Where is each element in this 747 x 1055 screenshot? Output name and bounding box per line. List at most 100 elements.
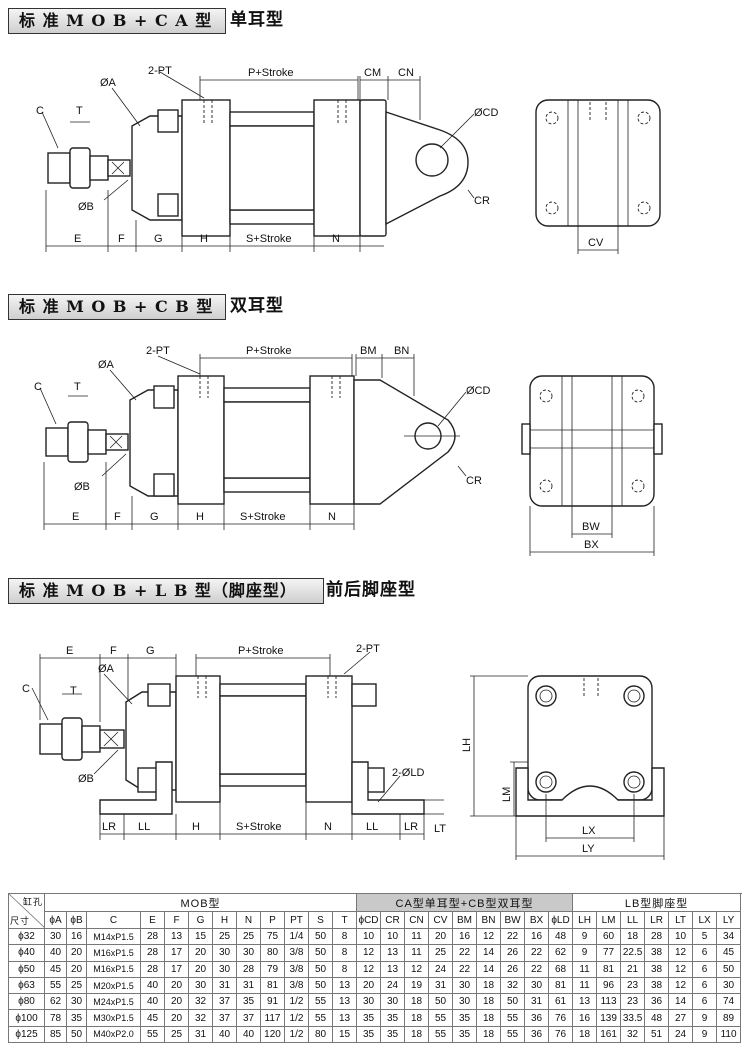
table-cell: 24 — [668, 1025, 694, 1044]
table-cell: 19 — [404, 976, 429, 995]
table-cell: 50 — [500, 993, 525, 1011]
column-header: CN — [404, 911, 429, 929]
label-lm: LM — [501, 787, 513, 802]
table-cell: 30 — [44, 927, 67, 946]
table-cell: 12 — [668, 976, 694, 995]
table-cell: 45 — [44, 960, 67, 978]
table-cell: 48 — [644, 1009, 670, 1027]
label-pt: 2-PT — [148, 65, 172, 77]
group-ca-cb: CA型单耳型+CB型双耳型 — [355, 892, 574, 913]
table-cell: 12 — [404, 960, 429, 978]
table-cell: 81 — [260, 976, 285, 995]
table-cell: 3/8 — [284, 976, 309, 995]
table-cell: 11 — [404, 927, 429, 946]
label-t-2: T — [74, 381, 81, 393]
drawing-cb-double-clevis: C T ØA 2-PT P+Stroke BM BN ØCD CR ØB E F… — [34, 345, 663, 556]
table-cell: 1/2 — [284, 1009, 309, 1027]
table-cell: 9 — [692, 1009, 718, 1027]
label-c-3: C — [22, 683, 30, 695]
table-cell: 13 — [380, 944, 405, 962]
table-cell: 30 — [236, 944, 261, 962]
table-cell: 34 — [716, 927, 742, 946]
table-cell: 60 — [596, 927, 622, 946]
table-cell: M30xP1.5 — [86, 1009, 141, 1027]
table-cell: 28 — [140, 960, 165, 978]
table-cell: 1/4 — [284, 927, 309, 946]
table-cell: M16xP1.5 — [86, 944, 141, 962]
group-lb: LB型脚座型 — [572, 892, 742, 913]
table-cell: 50 — [66, 1025, 87, 1044]
table-cell: 26 — [500, 960, 525, 978]
table-cell: 40 — [44, 944, 67, 962]
label-s-stroke-2: S+Stroke — [240, 511, 286, 523]
label-cm: CM — [364, 67, 381, 79]
table-cell: 35 — [66, 1009, 87, 1027]
label-ob-2: ØB — [74, 481, 90, 493]
table-cell: 22.5 — [620, 944, 646, 962]
table-cell: 16 — [452, 927, 477, 946]
table-cell: 32 — [188, 1009, 213, 1027]
table-cell: 30 — [212, 960, 237, 978]
label-pt-2: 2-PT — [146, 345, 170, 357]
label-bn: BN — [394, 345, 409, 357]
column-header: LH — [572, 911, 598, 929]
bore-cell: ϕ80 — [8, 993, 45, 1011]
table-cell: 76 — [547, 1009, 574, 1027]
drawing-ca-single-clevis: C T ØA 2-PT P+Stroke CM CN ØCD CR ØB E F… — [36, 65, 661, 254]
table-cell: 3/8 — [284, 960, 309, 978]
table-cell: 62 — [44, 993, 67, 1011]
label-oa-3: ØA — [98, 663, 115, 675]
table-cell: 33.5 — [620, 1009, 646, 1027]
table-cell: 51 — [644, 1025, 670, 1044]
table-cell: 25 — [164, 1025, 189, 1044]
bore-cell: ϕ100 — [8, 1009, 45, 1027]
label-t-3: T — [70, 685, 77, 697]
column-header: LT — [668, 911, 694, 929]
table-cell: 81 — [596, 960, 622, 978]
table-cell: 77 — [596, 944, 622, 962]
bore-cell: ϕ63 — [8, 976, 45, 995]
table-cell: 31 — [236, 976, 261, 995]
label-ll: LL — [138, 821, 150, 833]
label-e-2: E — [72, 511, 79, 523]
label-n: N — [332, 233, 340, 245]
table-cell: 25 — [212, 927, 237, 946]
table-cell: 117 — [260, 1009, 285, 1027]
table-cell: 10 — [356, 927, 381, 946]
table-cell: 55 — [500, 1025, 525, 1044]
table-cell: 38 — [644, 976, 670, 995]
column-header: LY — [716, 911, 742, 929]
table-cell: 110 — [716, 1025, 742, 1044]
table-cell: 80 — [260, 944, 285, 962]
table-cell: 22 — [500, 927, 525, 946]
table-cell: 35 — [380, 1025, 405, 1044]
label-cr: CR — [474, 195, 490, 207]
table-cell: 13 — [332, 976, 357, 995]
table-cell: 55 — [308, 993, 333, 1011]
section-subtitle-ca: 单耳型 — [230, 10, 284, 30]
table-cell: 55 — [428, 1009, 453, 1027]
table-cell: 62 — [547, 944, 574, 962]
table-cell: 18 — [404, 1009, 429, 1027]
table-cell: 20 — [164, 1009, 189, 1027]
table-cell: 85 — [44, 1025, 67, 1044]
table-group-row: 缸孔 尺寸 MOB型 CA型单耳型+CB型双耳型 LB型脚座型 — [8, 892, 742, 929]
column-header: C — [86, 911, 141, 929]
label-lx: LX — [582, 825, 596, 837]
table-cell: 31 — [524, 993, 549, 1011]
table-cell: 80 — [308, 1025, 333, 1044]
label-t: T — [76, 105, 83, 117]
table-cell: 55 — [428, 1025, 453, 1044]
section-title-ca: 标 准 M O B + C A 型 — [8, 8, 226, 34]
table-cell: 16 — [572, 1009, 598, 1027]
table-cell: 40 — [212, 1025, 237, 1044]
table-cell: 18 — [572, 1025, 598, 1044]
table-cell: 37 — [212, 1009, 237, 1027]
table-cell: 20 — [164, 976, 189, 995]
table-cell: 50 — [308, 960, 333, 978]
